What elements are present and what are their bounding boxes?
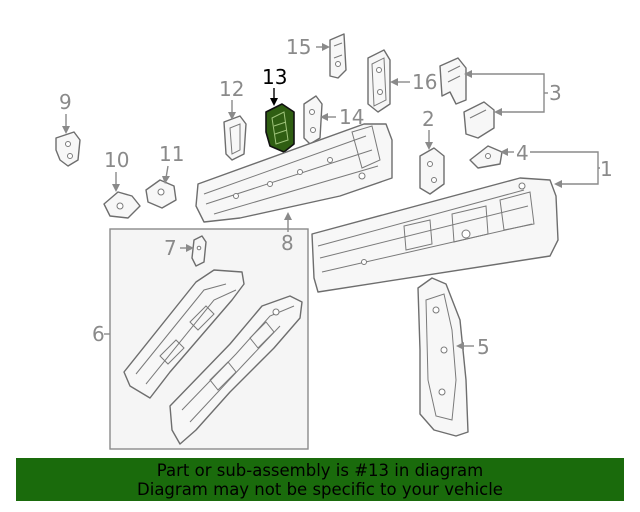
- part-10-bracket: [103, 191, 141, 219]
- part-2-bracket: [419, 147, 445, 195]
- callout-3: 3: [549, 81, 562, 105]
- part-11-bracket: [145, 179, 177, 209]
- callout-6: 6: [92, 322, 105, 346]
- callout-8: 8: [281, 231, 294, 255]
- callout-16: 16: [412, 70, 437, 94]
- callout-9: 9: [59, 90, 72, 114]
- callout-4: 4: [516, 141, 529, 165]
- part-4-bracket: [469, 145, 503, 169]
- part-1-rear-panel: [311, 177, 559, 293]
- part-9-bracket: [55, 131, 81, 167]
- part-16-plate: [367, 49, 391, 113]
- callout-2: 2: [422, 107, 435, 131]
- part-8-rail: [195, 123, 393, 223]
- banner-line-disclaimer: Diagram may not be specific to your vehi…: [137, 479, 503, 499]
- part-3-brackets: [439, 57, 495, 139]
- callout-15: 15: [286, 35, 311, 59]
- part-6-inset-assembly: [109, 228, 309, 450]
- callout-14: 14: [339, 105, 364, 129]
- callout-5: 5: [477, 335, 490, 359]
- callout-1: 1: [600, 157, 613, 181]
- callout-13-highlighted: 13: [262, 65, 287, 89]
- part-14-bracket: [303, 95, 323, 145]
- leader-lines: [62, 43, 600, 350]
- info-banner: Part or sub-assembly is #13 in diagram D…: [16, 458, 624, 501]
- part-13-reinforcement-highlighted: [265, 103, 295, 153]
- callout-7: 7: [164, 236, 177, 260]
- callout-labels: 1 2 3 4 5 6 7 8 9 10 11 12 13 14 15 16: [59, 35, 613, 359]
- part-5-pillar: [417, 277, 469, 437]
- part-15-bracket: [329, 33, 347, 79]
- part-7-clip: [191, 235, 207, 267]
- banner-line-part-number: Part or sub-assembly is #13 in diagram: [156, 460, 484, 480]
- callout-10: 10: [104, 148, 129, 172]
- part-12-bracket: [223, 115, 247, 161]
- callout-12: 12: [219, 77, 244, 101]
- callout-11: 11: [159, 142, 184, 166]
